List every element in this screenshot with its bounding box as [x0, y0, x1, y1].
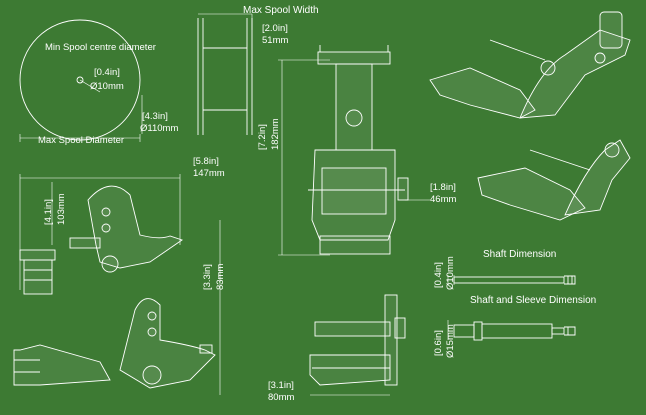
isometric-view-upper [429, 11, 631, 119]
iso-arm-upper [519, 29, 631, 119]
front-width-inches: [1.8in] [430, 182, 456, 193]
shaft-rod [453, 276, 565, 284]
spool-width-label: Max Spool Width [243, 5, 319, 16]
min-spool-inches: [0.4in] [94, 67, 120, 78]
bottom-width-mm: 80mm [268, 392, 295, 403]
mount-clamp [19, 249, 56, 261]
sleeve-title: Shaft and Sleeve Dimension [470, 295, 597, 306]
lower-bracket [119, 298, 216, 389]
spool-width-inches: [2.0in] [262, 23, 288, 34]
bottom-width-inches: [3.1in] [268, 380, 294, 391]
depth-mm: 83mm [215, 263, 226, 290]
shaft-mm: Ø10mm [445, 256, 456, 290]
spool-width-diagram [197, 13, 253, 135]
min-spool-mm: Ø10mm [90, 81, 124, 92]
sleeve-inches: [0.6in] [433, 330, 444, 356]
iso-arm-lower [564, 139, 631, 216]
length-mm: 147mm [193, 168, 225, 179]
shaft-title: Shaft Dimension [483, 249, 557, 260]
min-spool-label: Min Spool centre diameter [45, 42, 156, 53]
front-bracket-plate [335, 63, 373, 151]
spool-diagram [19, 19, 143, 142]
bracket-arm [87, 185, 183, 269]
max-spool-circle [19, 19, 141, 141]
front-view [278, 45, 430, 256]
depth-inches: [3.3in] [202, 264, 213, 290]
spool-width-mm: 51mm [262, 35, 289, 46]
shaft-inches: [0.4in] [433, 262, 444, 288]
sleeve-mm: Ø15mm [445, 324, 456, 358]
height-inches: [4.1in] [43, 199, 54, 225]
front-height-mm: 182mm [270, 118, 281, 150]
side-view-upper [19, 174, 221, 395]
iso-lower-knob-icon [604, 142, 620, 158]
sleeve-body [481, 323, 553, 339]
shaft-diagram [447, 275, 576, 285]
bottom-view [309, 294, 406, 396]
isometric-view-lower [477, 139, 631, 221]
front-knob-icon [345, 109, 363, 127]
lower-knob-icon [142, 365, 162, 385]
lower-clamp [13, 344, 111, 386]
sleeve-diagram [447, 320, 576, 341]
max-spool-mm: Ø110mm [140, 123, 179, 134]
height-mm: 103mm [56, 193, 67, 225]
front-width-mm: 46mm [430, 194, 457, 205]
max-spool-inches: [4.3in] [142, 111, 168, 122]
front-height-inches: [7.2in] [257, 124, 268, 150]
iso-knob-icon [540, 60, 556, 76]
length-inches: [5.8in] [193, 156, 219, 167]
min-diameter-leader [79, 79, 101, 93]
side-view-lower [13, 298, 216, 389]
min-spool-circle [76, 76, 84, 84]
max-spool-label: Max Spool Diameter [38, 135, 125, 146]
knob-icon [101, 255, 119, 273]
